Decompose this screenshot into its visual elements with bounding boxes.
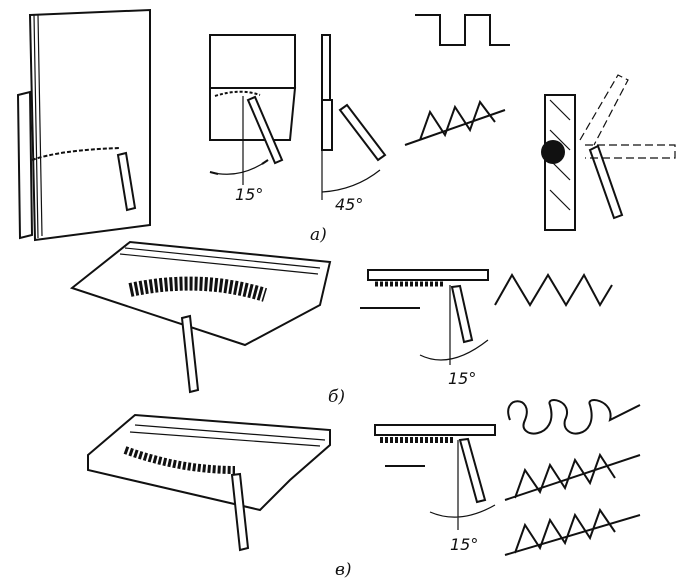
overhead-tjoint-sketch (87, 413, 331, 552)
part-b-label: б) (328, 387, 345, 407)
vertical-joint-15deg (209, 34, 297, 185)
part-c-label: в) (335, 560, 352, 580)
overhead-joint-15deg (360, 269, 613, 365)
overhead-plate-sketch (69, 240, 332, 394)
motion-patterns-c (504, 399, 641, 556)
angle-label-15: 15° (235, 185, 263, 204)
angle-label-45: 45° (335, 195, 363, 214)
angle-label-15-b: 15° (448, 369, 476, 388)
motion-patterns-a (404, 14, 510, 146)
angle-label-15-c: 15° (450, 535, 478, 554)
part-a-label: а) (310, 225, 327, 245)
horizontal-joint-45deg (321, 34, 387, 200)
vertical-plate-sketch (16, 8, 151, 242)
cross-section-weld (541, 74, 676, 231)
overhead-tjoint-15deg (374, 424, 496, 530)
